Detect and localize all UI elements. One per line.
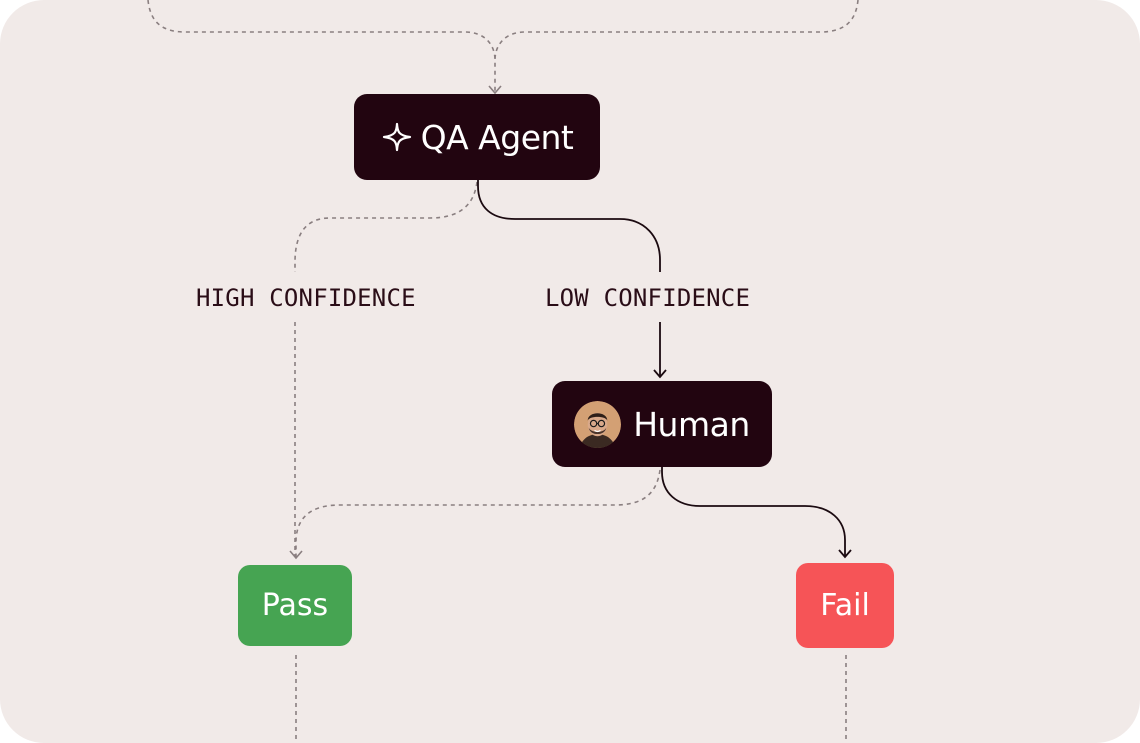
node-human[interactable]: Human: [552, 381, 772, 467]
avatar: [574, 400, 622, 448]
edge-human-to-pass: [295, 469, 661, 557]
edge-label-low-confidence: LOW CONFIDENCE: [545, 284, 751, 312]
node-label: Fail: [820, 588, 870, 623]
node-label: QA Agent: [420, 117, 574, 157]
node-qa-agent[interactable]: QA Agent: [354, 94, 600, 180]
incoming-edge-right: [494, 0, 859, 61]
edge-label-high-confidence: HIGH CONFIDENCE: [196, 284, 416, 312]
edge-low-confidence-top: [477, 180, 661, 272]
node-label: Human: [633, 404, 750, 444]
node-pass[interactable]: Pass: [238, 565, 352, 646]
node-fail[interactable]: Fail: [796, 563, 894, 648]
incoming-edge-left: [147, 0, 496, 93]
node-label: Pass: [261, 588, 329, 623]
edge-human-to-fail: [661, 467, 846, 557]
edge-high-confidence-top: [294, 181, 478, 272]
sparkle-icon: [382, 122, 411, 152]
